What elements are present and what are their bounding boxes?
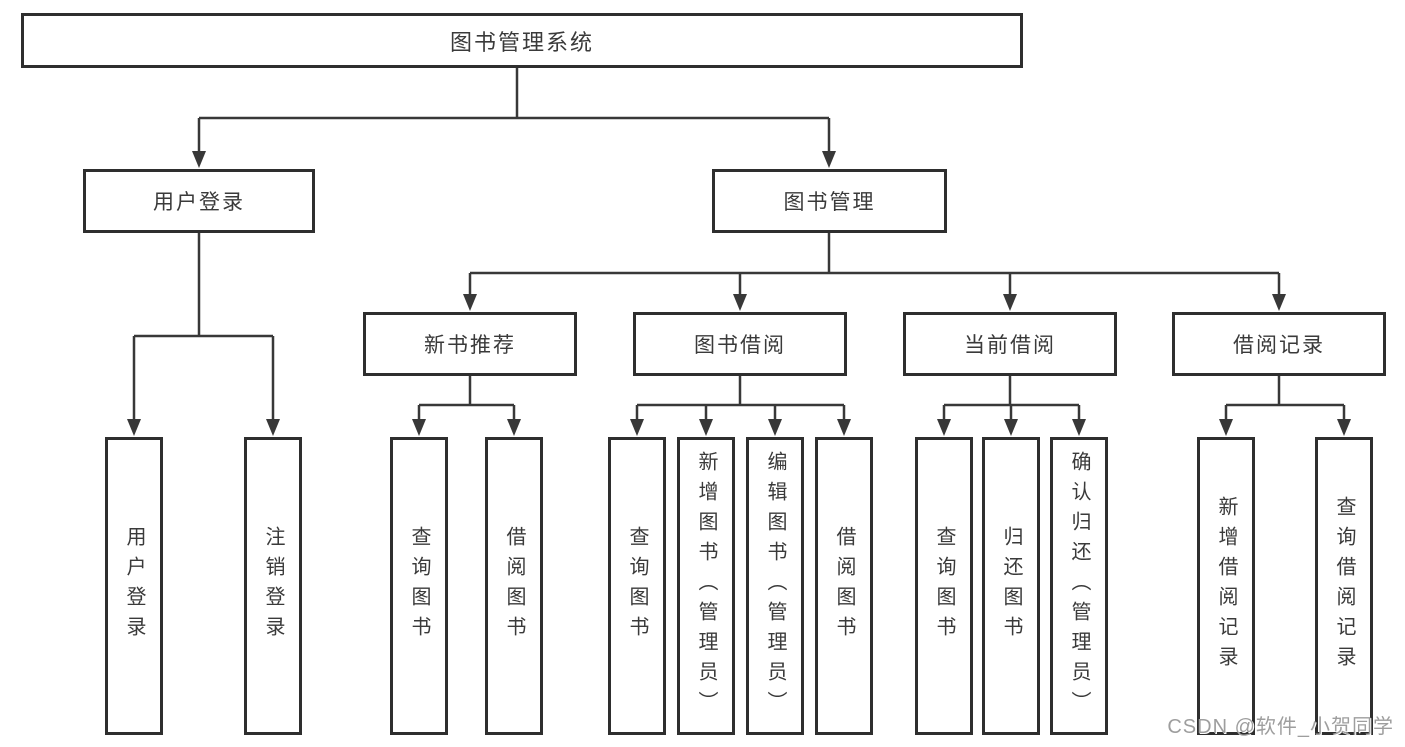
leaf-edit-books-admin-label: 编辑图书（管理员） bbox=[764, 451, 786, 721]
leaf-query-books-1-label: 查询图书 bbox=[408, 526, 430, 646]
leaf-user-login: 用户登录 bbox=[105, 437, 163, 735]
leaf-borrow-books-1-label: 借阅图书 bbox=[503, 526, 525, 646]
leaf-confirm-return-admin-label: 确认归还（管理员） bbox=[1068, 451, 1090, 721]
node-book-borrow-label: 图书借阅 bbox=[694, 334, 786, 357]
leaf-query-books-3: 查询图书 bbox=[915, 437, 973, 735]
node-current-borrow: 当前借阅 bbox=[903, 312, 1117, 376]
leaf-confirm-return-admin: 确认归还（管理员） bbox=[1050, 437, 1108, 735]
node-root-label: 图书管理系统 bbox=[449, 29, 594, 55]
leaf-add-borrow-record: 新增借阅记录 bbox=[1197, 437, 1255, 735]
node-current-borrow-label: 当前借阅 bbox=[964, 334, 1056, 357]
node-book-borrow: 图书借阅 bbox=[633, 312, 847, 376]
node-book-management-label: 图书管理 bbox=[783, 191, 876, 214]
node-new-book-recommend-label: 新书推荐 bbox=[424, 334, 516, 357]
leaf-add-borrow-record-label: 新增借阅记录 bbox=[1215, 496, 1237, 676]
leaf-borrow-books-1: 借阅图书 bbox=[485, 437, 543, 735]
node-user-login: 用户登录 bbox=[83, 169, 315, 233]
leaf-add-books-admin: 新增图书（管理员） bbox=[677, 437, 735, 735]
leaf-add-books-admin-label: 新增图书（管理员） bbox=[695, 451, 717, 721]
leaf-user-login-label: 用户登录 bbox=[123, 526, 145, 646]
leaf-return-books: 归还图书 bbox=[982, 437, 1040, 735]
leaf-query-books-2-label: 查询图书 bbox=[626, 526, 648, 646]
leaf-query-books-1: 查询图书 bbox=[390, 437, 448, 735]
node-user-login-label: 用户登录 bbox=[153, 191, 245, 214]
leaf-logout: 注销登录 bbox=[244, 437, 302, 735]
leaf-query-books-3-label: 查询图书 bbox=[933, 526, 955, 646]
leaf-borrow-books-2: 借阅图书 bbox=[815, 437, 873, 735]
leaf-logout-label: 注销登录 bbox=[262, 526, 284, 646]
leaf-query-borrow-record-label: 查询借阅记录 bbox=[1333, 496, 1355, 676]
node-borrow-records-label: 借阅记录 bbox=[1233, 334, 1325, 357]
leaf-edit-books-admin: 编辑图书（管理员） bbox=[746, 437, 804, 735]
leaf-query-borrow-record: 查询借阅记录 bbox=[1315, 437, 1373, 735]
leaf-return-books-label: 归还图书 bbox=[1000, 526, 1022, 646]
leaf-borrow-books-2-label: 借阅图书 bbox=[833, 526, 855, 646]
arrowheads bbox=[127, 151, 1351, 436]
node-new-book-recommend: 新书推荐 bbox=[363, 312, 577, 376]
node-book-management: 图书管理 bbox=[712, 169, 947, 233]
node-borrow-records: 借阅记录 bbox=[1172, 312, 1386, 376]
node-root: 图书管理系统 bbox=[21, 13, 1023, 68]
leaf-query-books-2: 查询图书 bbox=[608, 437, 666, 735]
csdn-watermark: CSDN @软件_小贺同学 bbox=[1167, 716, 1394, 738]
